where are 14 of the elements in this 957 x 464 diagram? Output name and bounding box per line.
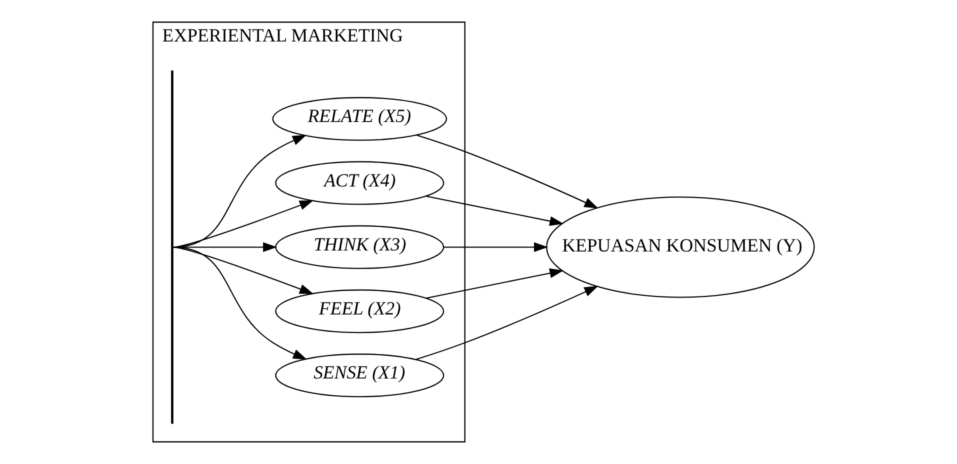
- arrow: [425, 268, 564, 299]
- node-ellipse: RELATE (X5): [272, 97, 447, 141]
- arrow: [416, 286, 598, 360]
- arrow: [425, 196, 564, 226]
- arrow: [416, 134, 598, 208]
- arrow: [443, 242, 548, 252]
- node-ellipse: SENSE (X1): [274, 354, 444, 398]
- node-bar: [170, 70, 173, 424]
- arrow: [172, 246, 314, 294]
- arrow: [172, 246, 307, 360]
- node-ellipse: ACT (X4): [274, 161, 444, 205]
- node-ellipse: FEEL (X2): [274, 289, 444, 334]
- node-ellipse: THINK (X3): [274, 225, 444, 270]
- arrow: [172, 134, 306, 248]
